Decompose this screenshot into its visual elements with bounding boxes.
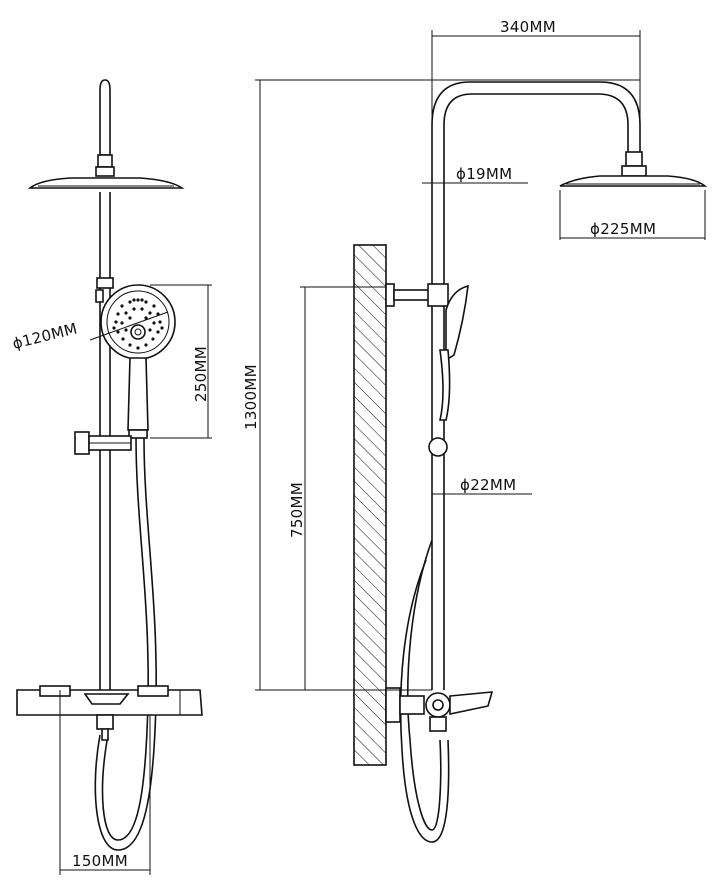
dim-riser-diameter: ϕ22MM [432,476,532,495]
side-hose [407,539,442,831]
label-arm-diameter: ϕ19MM [456,165,512,183]
front-slide-bracket [74,431,132,455]
label-bracket-height: 750MM [288,482,306,538]
label-handshower-diameter: ϕ120MM [11,319,80,352]
side-hand-shower [428,284,469,457]
wall-section [353,244,387,766]
side-overhead-arm [431,81,641,152]
front-hand-shower [95,284,176,439]
dim-arm-diameter: ϕ19MM [422,165,528,184]
side-view: 340MM ϕ19MM ϕ225MM 1300MM 750MM [242,18,708,843]
side-head-nut [625,151,643,167]
dim-head-diameter: ϕ225MM [559,190,706,240]
side-upper-bracket [385,283,449,307]
front-top-pipe [99,79,111,156]
label-handshower-height: 250MM [192,346,210,402]
front-view: ϕ120MM 250MM 150MM [11,79,212,875]
label-riser-diameter: ϕ22MM [460,476,516,494]
side-rain-head [559,165,708,187]
label-mixer-width: 150MM [72,852,128,870]
front-hose [101,437,149,841]
dim-total-height: 1300MM [242,79,640,691]
label-head-diameter: ϕ225MM [590,220,656,238]
dim-mixer-width: 150MM [59,715,151,875]
front-rain-head [27,166,185,189]
label-arm-reach: 340MM [500,18,556,36]
front-mixer [16,685,203,741]
front-nut [97,154,113,168]
dim-arm-reach: 340MM [431,18,641,120]
label-total-height: 1300MM [242,364,260,430]
side-mixer [385,687,494,732]
dim-handshower-height: 250MM [150,284,212,439]
dim-bracket-height: 750MM [288,286,386,690]
